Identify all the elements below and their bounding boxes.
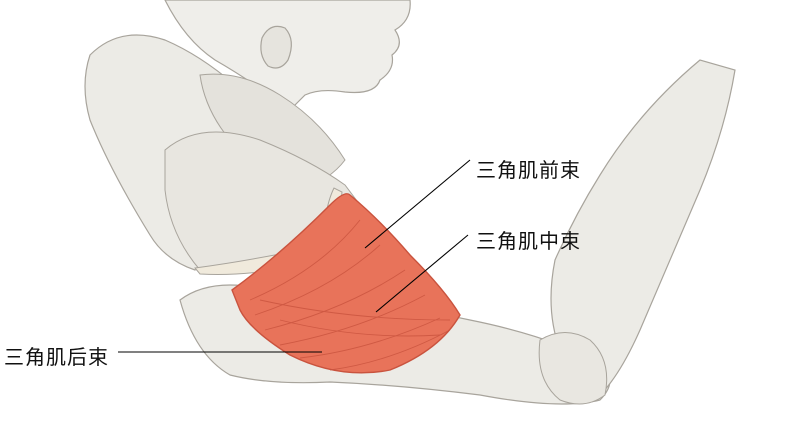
deltoid-fibers [249,219,451,371]
ear [260,25,292,69]
leader-line-middle [375,234,469,313]
label-middle-deltoid: 三角肌中束 [476,229,581,253]
deltoid-muscle [231,193,461,374]
elbow [538,332,608,405]
leader-line-anterior [364,159,471,249]
label-anterior-deltoid: 三角肌前束 [476,158,581,182]
label-posterior-deltoid: 三角肌后束 [4,345,109,369]
leader-lines [118,159,471,353]
